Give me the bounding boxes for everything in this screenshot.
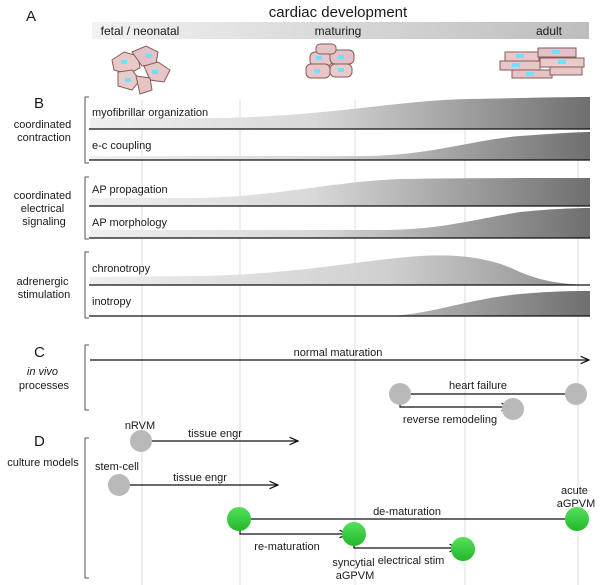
bracket-contraction	[84, 96, 89, 164]
label-reverse-remodeling: reverse remodeling	[403, 414, 497, 426]
circle-stem-cell	[108, 474, 130, 496]
stage-fetal-neonatal: fetal / neonatal	[101, 24, 180, 38]
curve-ec-coupling	[90, 132, 590, 160]
stage-adult: adult	[536, 24, 563, 38]
circle-electrical-stim-end	[451, 537, 475, 561]
row-label-inotropy: inotropy	[92, 296, 132, 308]
row-label-myofibrillar: myofibrillar organization	[92, 107, 208, 119]
label-culture-models: culture models	[7, 457, 79, 469]
label-nrvm: nRVM	[125, 420, 155, 432]
circle-nrvm	[130, 430, 152, 452]
bracket-adrenergic	[84, 251, 89, 319]
curve-inotropy	[90, 291, 590, 316]
curve-ap-propagation	[90, 178, 590, 206]
bracket-in-vivo	[84, 344, 89, 411]
panel-label-d: D	[34, 433, 45, 450]
panel-label-a: A	[26, 8, 36, 25]
adult-cell-cluster-icon	[499, 47, 585, 79]
circle-heart-failure-end	[389, 383, 411, 405]
label-coordinated-contraction: coordinated contraction	[14, 119, 75, 144]
circle-acute-agpvm	[565, 507, 589, 531]
row-label-ap-propagation: AP propagation	[92, 184, 168, 196]
label-electrical-stim: electrical stim	[378, 555, 445, 567]
diagram-title: cardiac development	[269, 4, 408, 21]
circle-de-maturation-end	[227, 507, 251, 531]
stage-maturing: maturing	[315, 24, 362, 38]
fetal-cell-cluster-icon	[111, 45, 171, 95]
panel-label-c: C	[34, 344, 45, 361]
row-label-ec-coupling: e-c coupling	[92, 140, 151, 152]
label-syncytial-agpvm: syncytial aGPVM	[332, 557, 377, 582]
label-de-maturation: de-maturation	[373, 506, 441, 518]
curve-myofibrillar	[90, 97, 590, 129]
maturing-cell-cluster-icon	[305, 43, 355, 79]
label-acute-agpvm: acute aGPVM	[557, 485, 596, 510]
row-label-chronotropy: chronotropy	[92, 263, 151, 275]
curve-chronotropy	[90, 255, 590, 285]
row-label-ap-morphology: AP morphology	[92, 217, 168, 229]
arrow-reverse-remodeling	[399, 396, 510, 407]
label-coordinated-electrical: coordinated electrical signaling	[14, 190, 75, 228]
curve-ap-morphology	[90, 208, 590, 238]
arrow-re-maturation	[239, 521, 348, 534]
stage-bar	[92, 22, 589, 39]
label-in-vivo-processes: in vivo processes	[19, 366, 70, 392]
arrow-electrical-stim	[353, 538, 458, 548]
bracket-electrical	[84, 176, 89, 240]
label-stem-cell: stem-cell	[95, 461, 139, 473]
grid-lines	[141, 100, 579, 585]
circle-heart-failure-start	[565, 383, 587, 405]
circle-reverse-remodeling-end	[502, 398, 524, 420]
panel-label-b: B	[34, 95, 44, 112]
circle-syncytial-agpvm	[342, 522, 366, 546]
label-tissue-engr-1: tissue engr	[188, 428, 242, 440]
label-normal-maturation: normal maturation	[294, 347, 383, 359]
label-re-maturation: re-maturation	[254, 541, 319, 553]
label-heart-failure: heart failure	[449, 380, 507, 392]
bracket-culture	[84, 437, 89, 579]
label-adrenergic-stimulation: adrenergic stimulation	[16, 276, 71, 301]
label-tissue-engr-2: tissue engr	[173, 472, 227, 484]
